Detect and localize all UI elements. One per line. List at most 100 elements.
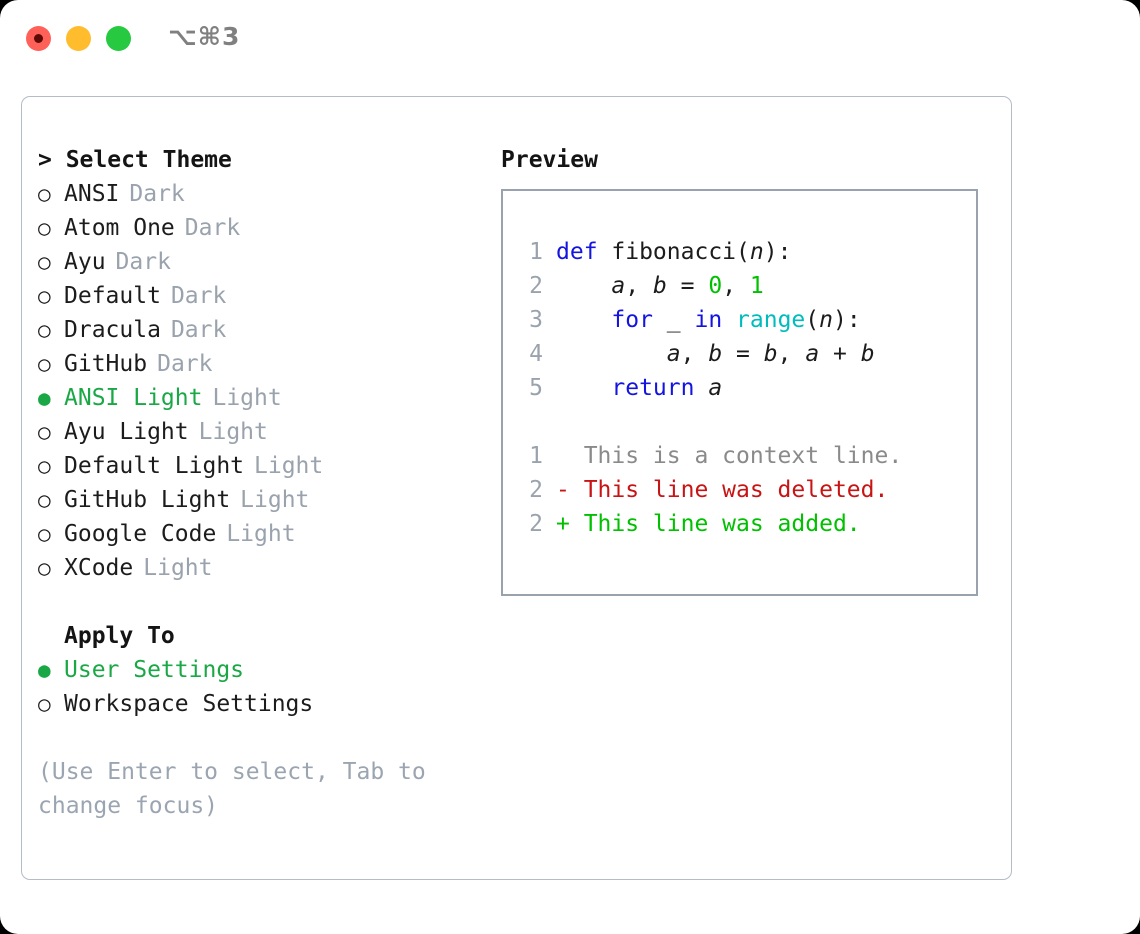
code-line-content: a, b = b, a + b xyxy=(556,337,875,371)
theme-variant-label: Light xyxy=(212,385,282,411)
line-number: 3 xyxy=(529,307,543,333)
apply-to-item-label: Workspace Settings xyxy=(64,691,314,717)
code-token: = xyxy=(666,273,709,299)
code-token: fibonacci xyxy=(611,239,737,265)
code-token xyxy=(722,307,736,333)
line-number: 2 xyxy=(529,511,543,537)
code-token: ): xyxy=(763,239,792,265)
code-line-content: for _ in range(n): xyxy=(556,303,861,337)
radio-unselected-icon: ○ xyxy=(38,420,51,444)
radio-unselected-icon: ○ xyxy=(38,488,51,512)
traffic-lights xyxy=(26,26,131,51)
code-line-content: def fibonacci(n): xyxy=(556,235,791,269)
theme-item-5[interactable]: ○ GitHub Dark xyxy=(38,347,498,381)
radio-unselected-icon: ○ xyxy=(38,556,51,580)
theme-item-label: GitHub xyxy=(64,351,148,377)
radio-unselected-icon: ○ xyxy=(38,182,51,206)
theme-item-label: ANSI Light xyxy=(64,385,203,411)
code-token: def xyxy=(556,239,612,265)
line-number: 2 xyxy=(529,477,543,503)
title-bar: ⌥⌘3 xyxy=(0,0,1140,78)
theme-item-label: Default Light xyxy=(64,453,245,479)
code-token: , xyxy=(625,273,653,299)
code-token: 1 xyxy=(749,273,764,299)
code-token: ( xyxy=(805,307,820,333)
diff-line-del: 2 - This line was deleted. xyxy=(515,473,902,507)
radio-unselected-icon: ○ xyxy=(38,250,51,274)
diff-line-content: This is a context line. xyxy=(556,443,903,469)
theme-item-label: Ayu Light xyxy=(64,419,189,445)
code-token: b xyxy=(652,273,667,299)
apply-to-heading: Apply To xyxy=(64,623,175,649)
theme-variant-label: Light xyxy=(143,555,213,581)
code-token: a xyxy=(611,273,626,299)
radio-unselected-icon: ○ xyxy=(38,454,51,478)
code-line-content: a, b = 0, 1 xyxy=(556,269,764,303)
line-number: 4 xyxy=(529,341,543,367)
diff-line-content: - This line was deleted. xyxy=(556,477,889,503)
code-token: b xyxy=(763,341,778,367)
code-token: a xyxy=(805,341,820,367)
theme-item-label: GitHub Light xyxy=(64,487,231,513)
code-token: b xyxy=(708,341,723,367)
apply-to-item-0[interactable]: ● User Settings xyxy=(38,653,498,687)
code-token xyxy=(694,375,708,401)
code-token: in xyxy=(694,307,723,333)
radio-unselected-icon: ○ xyxy=(38,216,51,240)
radio-selected-icon: ● xyxy=(38,658,51,682)
theme-item-label: Google Code xyxy=(64,521,217,547)
theme-variant-label: Dark xyxy=(157,351,213,377)
code-token: a xyxy=(708,375,723,401)
maximize-button[interactable] xyxy=(106,26,131,51)
code-token: b xyxy=(860,341,875,367)
theme-item-label: Atom One xyxy=(64,215,175,241)
apply-to-list[interactable]: ● User Settings ○Workspace Settings xyxy=(38,653,498,721)
apply-to-item-1[interactable]: ○Workspace Settings xyxy=(38,687,498,721)
line-number: 2 xyxy=(529,273,543,299)
theme-item-label: Ayu xyxy=(64,249,106,275)
code-token: , xyxy=(680,341,709,367)
apply-to-item-label: User Settings xyxy=(64,657,245,683)
minimize-button[interactable] xyxy=(66,26,91,51)
code-token xyxy=(556,341,667,367)
diff-line-content: + This line was added. xyxy=(556,511,861,537)
radio-unselected-icon: ○ xyxy=(38,522,51,546)
code-line: 4 a, b = b, a + b xyxy=(515,337,902,371)
code-token: for xyxy=(611,307,653,333)
close-button[interactable] xyxy=(26,26,51,51)
code-token: + xyxy=(819,341,861,367)
code-token: , xyxy=(722,273,750,299)
code-token: _ xyxy=(652,307,695,333)
code-token: n xyxy=(819,307,834,333)
theme-item-6[interactable]: ● ANSI Light Light xyxy=(38,381,498,415)
diff-line-ctx: 1 This is a context line. xyxy=(515,439,902,473)
radio-unselected-icon: ○ xyxy=(38,352,51,376)
code-line-content: return a xyxy=(556,371,722,405)
code-line: 5 return a xyxy=(515,371,902,405)
radio-unselected-icon: ○ xyxy=(38,318,51,342)
radio-unselected-icon: ○ xyxy=(38,284,51,308)
code-line: 3 for _ in range(n): xyxy=(515,303,902,337)
code-token: range xyxy=(736,307,806,333)
code-token: ( xyxy=(736,239,750,265)
code-token: ): xyxy=(833,307,861,333)
radio-selected-icon: ● xyxy=(38,386,51,410)
code-token: , xyxy=(777,341,806,367)
